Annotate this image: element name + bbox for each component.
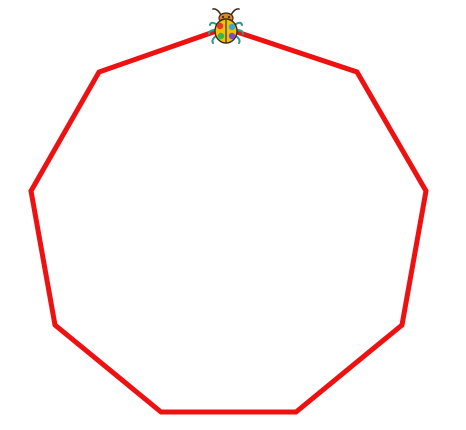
eye-right-icon [227,15,231,19]
antenna-right-icon [230,8,240,16]
spot-icon [228,23,236,31]
ladybug-icon[interactable] [208,8,244,44]
spot-icon [217,32,225,40]
eye-left-icon [221,15,225,19]
spot-icon [228,32,236,40]
nonagon-outline [28,25,429,415]
spot-icon [216,22,224,30]
legs-icon [208,21,244,44]
antenna-left-icon [212,8,222,16]
